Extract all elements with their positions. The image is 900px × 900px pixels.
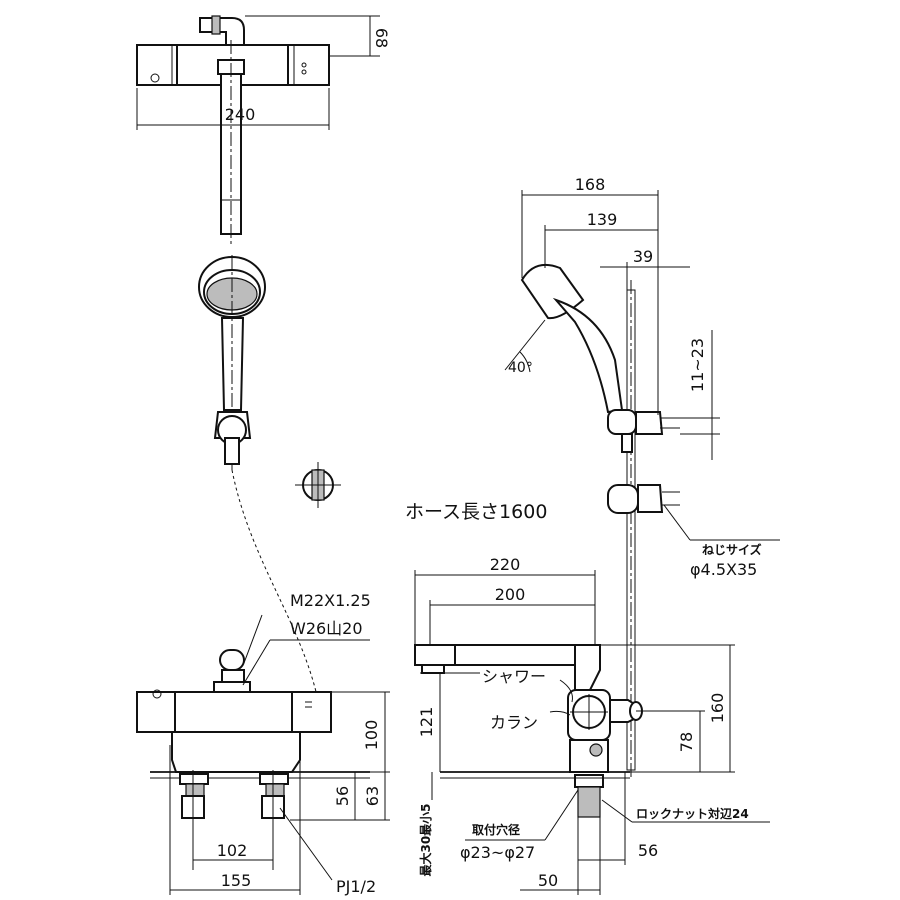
label-lock-nut: ロックナット対辺24 [636, 806, 749, 821]
label-mount-value: φ23~φ27 [460, 843, 535, 862]
side-view: 40° 168 139 39 11~23 ねじサイズ φ4.5X35 ホース長さ… [405, 175, 780, 895]
label-angle: 40° [508, 360, 533, 376]
dim-11-23: 11~23 [688, 338, 707, 392]
dim-168: 168 [575, 175, 606, 194]
dim-50: 50 [538, 871, 558, 890]
top-right-handle [287, 44, 330, 86]
label-m22: M22X1.25 [290, 591, 371, 610]
top-elbow-nut [211, 15, 221, 35]
top-view: 68 240 [136, 15, 391, 245]
dim-200: 200 [495, 585, 526, 604]
dim-240: 240 [225, 105, 256, 124]
dim-78: 78 [677, 732, 696, 752]
dim-139: 139 [587, 210, 618, 229]
dim-39: 39 [633, 247, 653, 266]
label-w26: W26山20 [290, 619, 363, 638]
label-hose-length: ホース長さ1600 [405, 501, 547, 523]
dim-100: 100 [362, 720, 381, 751]
label-screw-title: ねじサイズ [702, 542, 762, 557]
dim-63: 63 [363, 786, 382, 806]
dim-155: 155 [221, 871, 252, 890]
dim-68: 68 [372, 28, 391, 48]
top-left-handle [136, 44, 178, 86]
hose-line [231, 469, 319, 701]
label-mount-title: 取付穴径 [472, 822, 520, 837]
dim-102: 102 [217, 841, 248, 860]
dim-56-bottom: 56 [638, 841, 658, 860]
front-view: 100 56 63 102 155 PJ1/2 W26山20 M22X1.25 [136, 591, 390, 896]
label-shower: シャワー [482, 667, 546, 686]
dim-160: 160 [708, 693, 727, 724]
label-max-min: 最大30最小5 [418, 803, 433, 876]
shower-head-front [198, 255, 319, 701]
holder-front [295, 462, 341, 508]
label-faucet: カラン [490, 713, 538, 732]
dim-121: 121 [417, 707, 436, 738]
label-pj: PJ1/2 [336, 877, 376, 896]
dim-56-left: 56 [333, 786, 352, 806]
label-screw-value: φ4.5X35 [690, 560, 757, 579]
dim-220: 220 [490, 555, 521, 574]
top-elbow [199, 17, 245, 46]
